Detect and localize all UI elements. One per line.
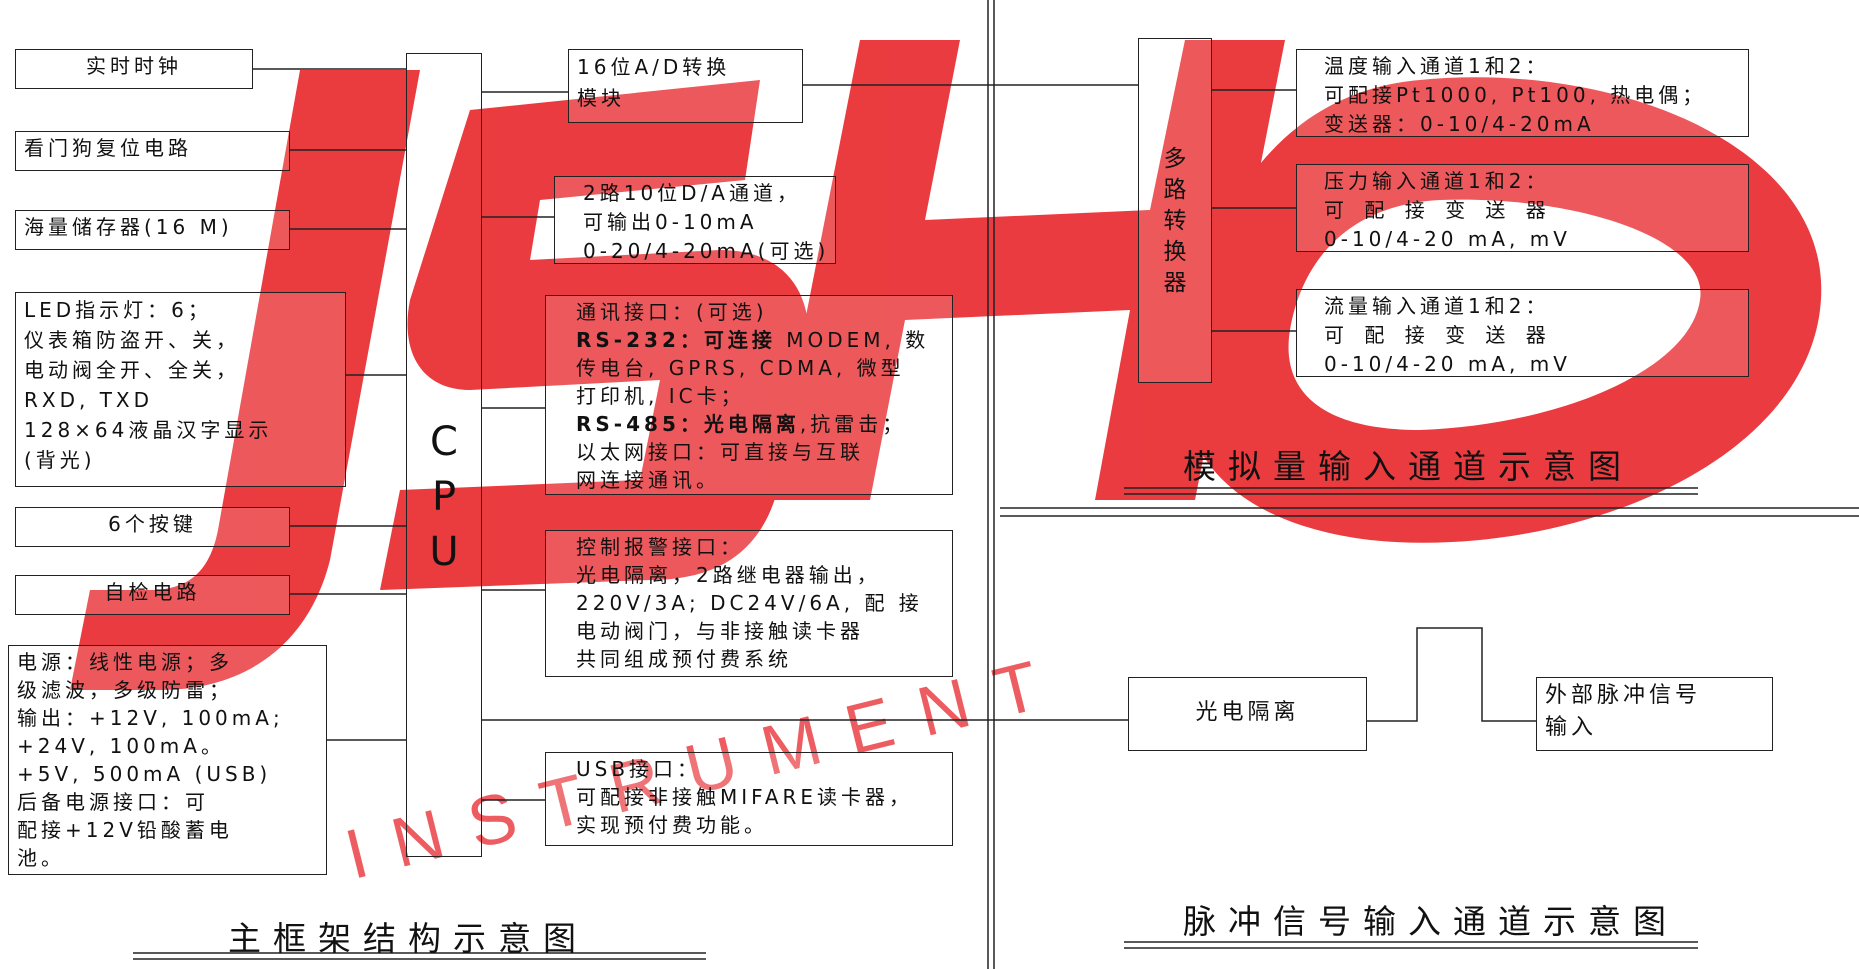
dac-line: 可输出0-10mA <box>583 210 758 234</box>
mux-char: 路 <box>1163 177 1187 203</box>
led-line: (背光) <box>24 448 96 472</box>
cpu-block: C P U <box>406 53 482 857</box>
pressure-line: 可 配 接 变 送 器 <box>1324 198 1550 222</box>
comm-line: 传电台, GPRS, CDMA, 微型 <box>576 356 905 380</box>
comm-rs232-line: RS-232：可连接 MODEM, 数 <box>576 326 944 354</box>
rs485-desc: ,抗雷击； <box>799 412 907 436</box>
watermark-j-stroke <box>70 70 420 690</box>
mux-char: 多 <box>1163 146 1187 172</box>
led-line: 电动阀全开、全关， <box>24 358 240 382</box>
temperature-line: 温度输入通道1和2： <box>1324 54 1550 78</box>
alarm-line: 控制报警接口： <box>576 535 744 559</box>
storage-label: 海量储存器(16 M) <box>24 215 233 239</box>
mux-char: 器 <box>1163 270 1187 296</box>
watchdog-label: 看门狗复位电路 <box>24 136 192 160</box>
pulse-input-title: 脉冲信号输入通道示意图 <box>1183 902 1678 941</box>
mux-char: 换 <box>1163 239 1187 265</box>
alarm-line: 220V/3A; DC24V/6A, 配 接 <box>576 591 923 615</box>
watermark-s-stroke <box>380 80 809 590</box>
dac-line: 2路10位D/A通道， <box>583 181 801 205</box>
led-line: RXD, TXD <box>24 388 154 412</box>
rs232-desc: MODEM, 数 <box>786 328 930 352</box>
power-line: +24V, 100mA。 <box>17 734 225 758</box>
adc-line: 16位A/D转换 <box>577 55 731 79</box>
selftest-label: 自检电路 <box>104 580 201 604</box>
dac-line: 0-20/4-20mA(可选) <box>583 239 830 263</box>
led-line: 仪表箱防盗开、关， <box>24 328 240 352</box>
cpu-letter: P <box>431 474 457 520</box>
mux-char: 转 <box>1163 208 1187 234</box>
power-line: 输出：+12V, 100mA; <box>17 706 284 730</box>
temperature-line: 可配接Pt1000, Pt100, 热电偶； <box>1324 83 1707 107</box>
keys-box: 6个按键 <box>15 507 290 547</box>
rs485-label: RS-485：光电隔离 <box>576 412 800 436</box>
comm-box: 通讯接口：(可选) RS-232：可连接 MODEM, 数 传电台, GPRS,… <box>545 295 953 495</box>
led-line: LED指示灯：6； <box>24 298 212 322</box>
usb-line: 实现预付费功能。 <box>576 813 768 837</box>
keys-label: 6个按键 <box>108 512 197 536</box>
cpu-letter: U <box>429 529 459 575</box>
rs232-label: RS-232：可连接 <box>576 328 776 352</box>
temperature-line: 变送器：0-10/4-20mA <box>1324 112 1595 136</box>
comm-line: 网连接通讯。 <box>576 468 720 492</box>
storage-box: 海量储存器(16 M) <box>15 210 290 250</box>
power-line: 后备电源接口：可 <box>17 790 209 814</box>
power-line: 池。 <box>17 846 65 870</box>
external-pulse-line: 外部脉冲信号 <box>1545 683 1702 708</box>
power-line: +5V, 500mA (USB) <box>17 762 272 786</box>
flow-line: 0-10/4-20 mA, mV <box>1324 352 1571 376</box>
watermark-h-stroke <box>770 40 1285 500</box>
pressure-line: 0-10/4-20 mA, mV <box>1324 227 1571 251</box>
led-box: LED指示灯：6； 仪表箱防盗开、关， 电动阀全开、全关， RXD, TXD 1… <box>15 292 346 487</box>
led-line: 128×64液晶汉字显示 <box>24 418 273 442</box>
selftest-box: 自检电路 <box>15 575 290 615</box>
watermark-o-ring <box>1181 77 1822 543</box>
comm-line: 以太网接口：可直接与互联 <box>576 440 864 464</box>
power-line: 电源：线性电源；多 <box>17 650 233 674</box>
main-frame-title: 主框架结构示意图 <box>228 919 588 958</box>
alarm-box: 控制报警接口： 光电隔离，2路继电器输出， 220V/3A; DC24V/6A,… <box>545 530 953 677</box>
comm-line: 通讯接口：(可选) <box>576 300 768 324</box>
usb-line: 可配接非接触MIFARE读卡器， <box>576 785 914 809</box>
rtc-label: 实时时钟 <box>86 54 182 78</box>
pressure-channel-box: 压力输入通道1和2： 可 配 接 变 送 器 0-10/4-20 mA, mV <box>1296 164 1749 252</box>
temperature-channel-box: 温度输入通道1和2： 可配接Pt1000, Pt100, 热电偶； 变送器：0-… <box>1296 49 1749 137</box>
pressure-line: 压力输入通道1和2： <box>1324 169 1550 193</box>
alarm-line: 电动阀门，与非接触读卡器 <box>576 619 864 643</box>
external-pulse-box: 外部脉冲信号 输入 <box>1536 677 1773 751</box>
isolation-box: 光电隔离 <box>1128 677 1367 751</box>
isolation-label: 光电隔离 <box>1195 700 1300 725</box>
comm-line: 打印机, IC卡； <box>576 384 745 408</box>
power-box: 电源：线性电源；多 级滤波，多级防雷； 输出：+12V, 100mA; +24V… <box>8 645 327 875</box>
mux-box: 多 路 转 换 器 <box>1138 38 1212 383</box>
usb-line: USB接口： <box>576 757 702 781</box>
alarm-line: 光电隔离，2路继电器输出， <box>576 563 881 587</box>
adc-line: 模块 <box>577 86 625 110</box>
comm-rs485-line: RS-485：光电隔离,抗雷击； <box>576 410 944 438</box>
power-line: 配接+12V铅酸蓄电 <box>17 818 233 842</box>
flow-line: 流量输入通道1和2： <box>1324 294 1550 318</box>
usb-box: USB接口： 可配接非接触MIFARE读卡器， 实现预付费功能。 <box>545 752 953 846</box>
watchdog-box: 看门狗复位电路 <box>15 131 290 171</box>
dac-box: 2路10位D/A通道， 可输出0-10mA 0-20/4-20mA(可选) <box>554 176 836 264</box>
cpu-letter: C <box>430 419 458 465</box>
flow-line: 可 配 接 变 送 器 <box>1324 323 1550 347</box>
power-line: 级滤波，多级防雷； <box>17 678 233 702</box>
flow-channel-box: 流量输入通道1和2： 可 配 接 变 送 器 0-10/4-20 mA, mV <box>1296 289 1749 377</box>
adc-box: 16位A/D转换 模块 <box>568 49 803 123</box>
external-pulse-line: 输入 <box>1545 715 1598 740</box>
alarm-line: 共同组成预付费系统 <box>576 647 792 671</box>
analog-input-title: 模拟量输入通道示意图 <box>1183 447 1633 486</box>
rtc-box: 实时时钟 <box>15 49 253 89</box>
